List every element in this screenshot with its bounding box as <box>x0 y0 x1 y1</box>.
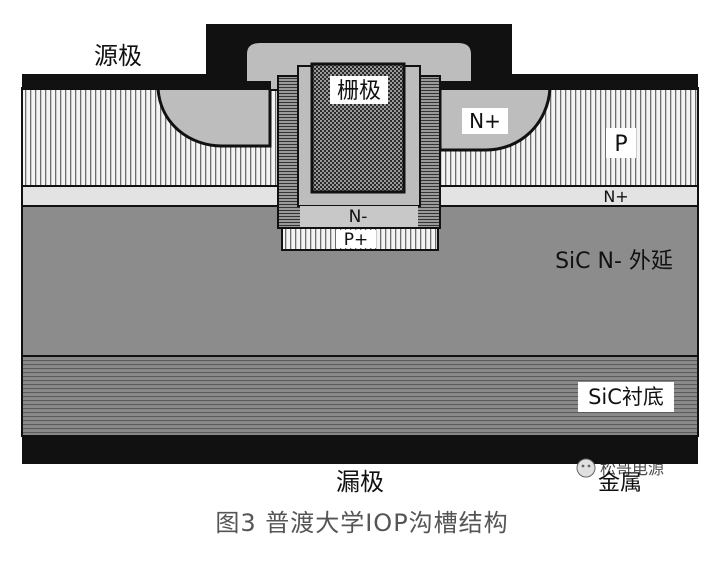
drain-metal <box>22 436 698 464</box>
epi-label: SiC N- 外延 <box>555 249 673 274</box>
trench-mosfet-cross-section: 栅极 N- P+ 源极 N+ P N+ SiC N- 外延 SiC衬底 漏极 金… <box>21 24 699 496</box>
substrate-label: SiC衬底 <box>588 385 664 409</box>
p-body-label: P <box>614 132 627 157</box>
n-minus-shield <box>300 206 418 228</box>
metal-label: 金属 <box>598 471 642 496</box>
gate-label: 栅极 <box>337 79 381 104</box>
watermark: 松哥电源 <box>576 458 664 478</box>
source-label: 源极 <box>94 42 142 70</box>
n-plus-contact-label-bg <box>462 108 508 134</box>
watermark-text: 松哥电源 <box>600 459 664 478</box>
n-plus-layer-label: N+ <box>603 187 628 206</box>
p-body-label-bg <box>606 128 636 158</box>
wechat-icon <box>576 458 596 478</box>
gate-label-bg <box>330 76 388 104</box>
n-minus-label: N- <box>349 207 368 227</box>
p-plus-label: P+ <box>344 230 369 250</box>
drain-label: 漏极 <box>336 468 384 496</box>
n-plus-contact-label: N+ <box>469 109 501 133</box>
n-plus-contact-left <box>156 86 272 148</box>
gate-poly <box>310 62 406 194</box>
substrate-label-bg <box>578 382 674 412</box>
figure-caption: 图3 普渡大学IOP沟槽结构 <box>215 509 509 537</box>
p-plus-label-bg <box>336 230 376 248</box>
